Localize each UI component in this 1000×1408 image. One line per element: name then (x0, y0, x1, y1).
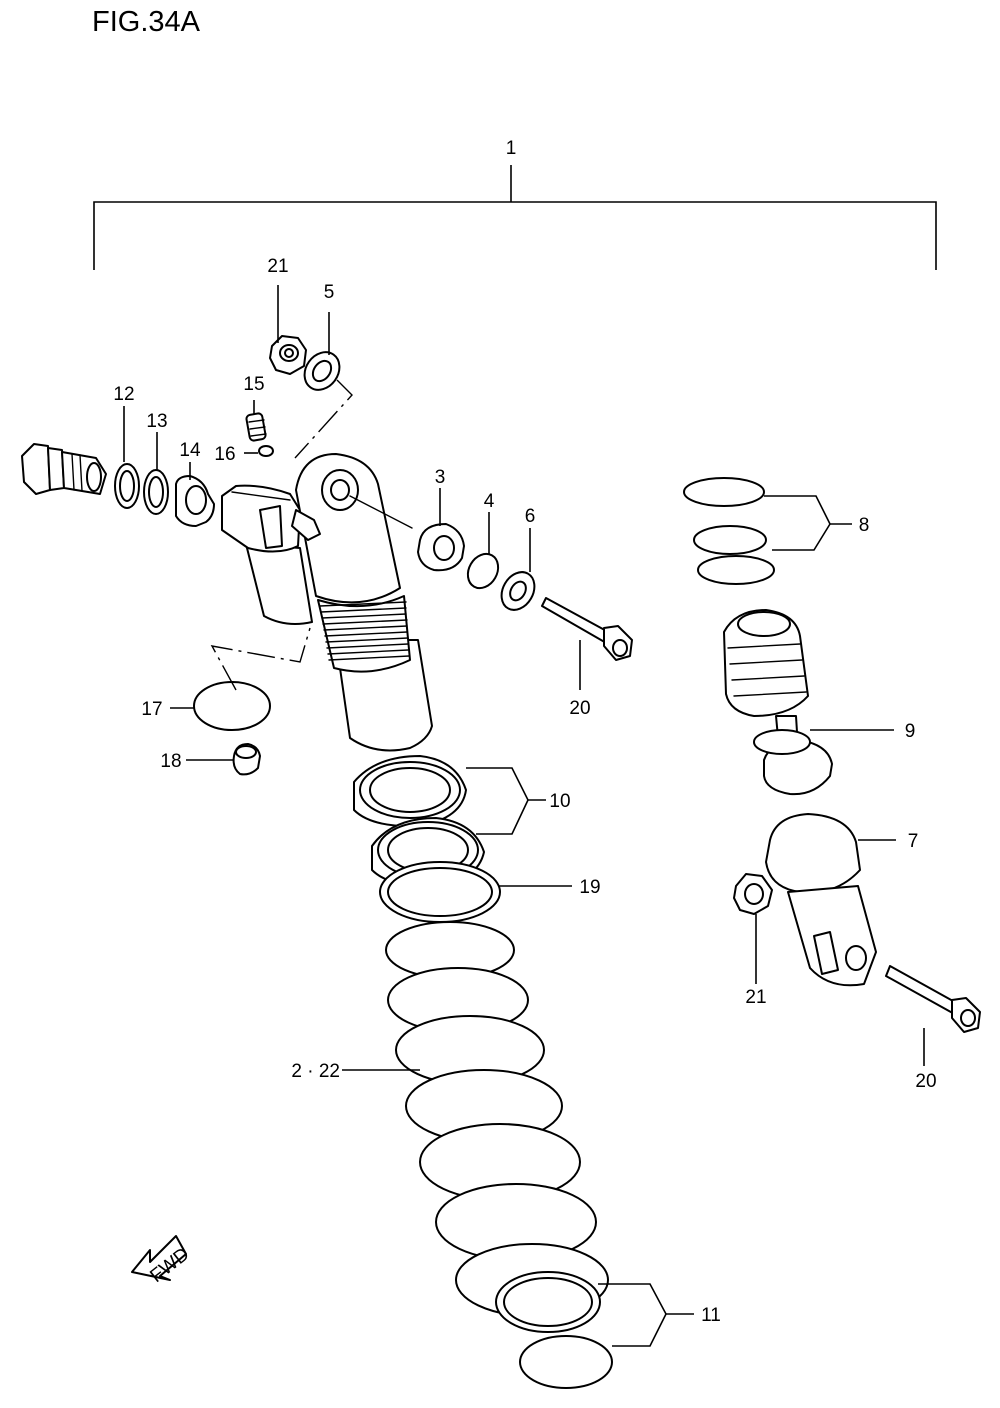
reservoir-body (221, 484, 313, 625)
assembly-bracket (93, 165, 937, 270)
part-5-washer (303, 351, 341, 391)
callout-13: 13 (146, 411, 167, 432)
callout-21-lower: 21 (745, 987, 766, 1008)
callout-7: 7 (908, 831, 919, 852)
part-11-spring-seat (495, 1271, 613, 1389)
callout-3: 3 (435, 467, 446, 488)
part-12-adjuster (21, 443, 107, 495)
callout-17: 17 (141, 699, 162, 720)
callout-20-top: 20 (569, 698, 590, 719)
callout-6: 6 (525, 506, 536, 527)
part-18-cap (232, 743, 261, 776)
callout-19: 19 (579, 877, 600, 898)
figure-title: FIG.34A (92, 6, 200, 38)
leader-lines (123, 285, 925, 1347)
part-20-bolt-lower (885, 965, 981, 1033)
callout-15: 15 (243, 374, 264, 395)
shock-main-body (291, 453, 433, 752)
part-12-o-ring-inner (119, 470, 135, 502)
part-17-leader-dash (210, 627, 311, 691)
callout-8: 8 (859, 515, 870, 536)
callout-2-22: 2 · 22 (291, 1061, 340, 1082)
callout-4: 4 (484, 491, 495, 512)
callout-10: 10 (549, 791, 570, 812)
part-13-o-ring-inner (148, 476, 164, 508)
part-8-bump-rubber (683, 477, 775, 585)
callout-14: 14 (179, 440, 201, 461)
part-6-washer (500, 571, 536, 611)
bolt-axis-line-top (349, 495, 413, 529)
callout-16: 16 (214, 444, 235, 465)
part-10-lock-nut-upper (353, 755, 467, 828)
part-4-seal (466, 552, 500, 590)
part-14-valve-cap (175, 475, 215, 527)
part-2-22-coil-spring (385, 921, 609, 1317)
part-21-nut-lower (733, 873, 773, 915)
callout-5: 5 (324, 282, 335, 303)
part-20-bolt-top (541, 597, 633, 661)
fwd-direction-arrow: FWD (131, 1235, 193, 1287)
callout-18: 18 (160, 751, 181, 772)
part-21-nut-top (269, 335, 307, 375)
callout-9: 9 (905, 721, 916, 742)
part-7-clevis-rod (723, 609, 877, 987)
part-15-bleed-screw (245, 412, 267, 442)
callout-1: 1 (506, 138, 517, 159)
callout-12: 12 (113, 384, 134, 405)
part-16-o-ring (258, 445, 274, 457)
part-19-spring-seat (379, 861, 501, 923)
part-17-o-ring (193, 681, 271, 731)
callout-21-top: 21 (267, 256, 288, 277)
callout-20-lower: 20 (915, 1071, 936, 1092)
part-9-o-ring (753, 729, 811, 755)
callout-11: 11 (701, 1305, 721, 1326)
part-3-bushing (417, 523, 465, 572)
callout-labels: 1 21 5 12 13 14 15 16 3 4 6 20 17 18 10 … (113, 138, 936, 1326)
